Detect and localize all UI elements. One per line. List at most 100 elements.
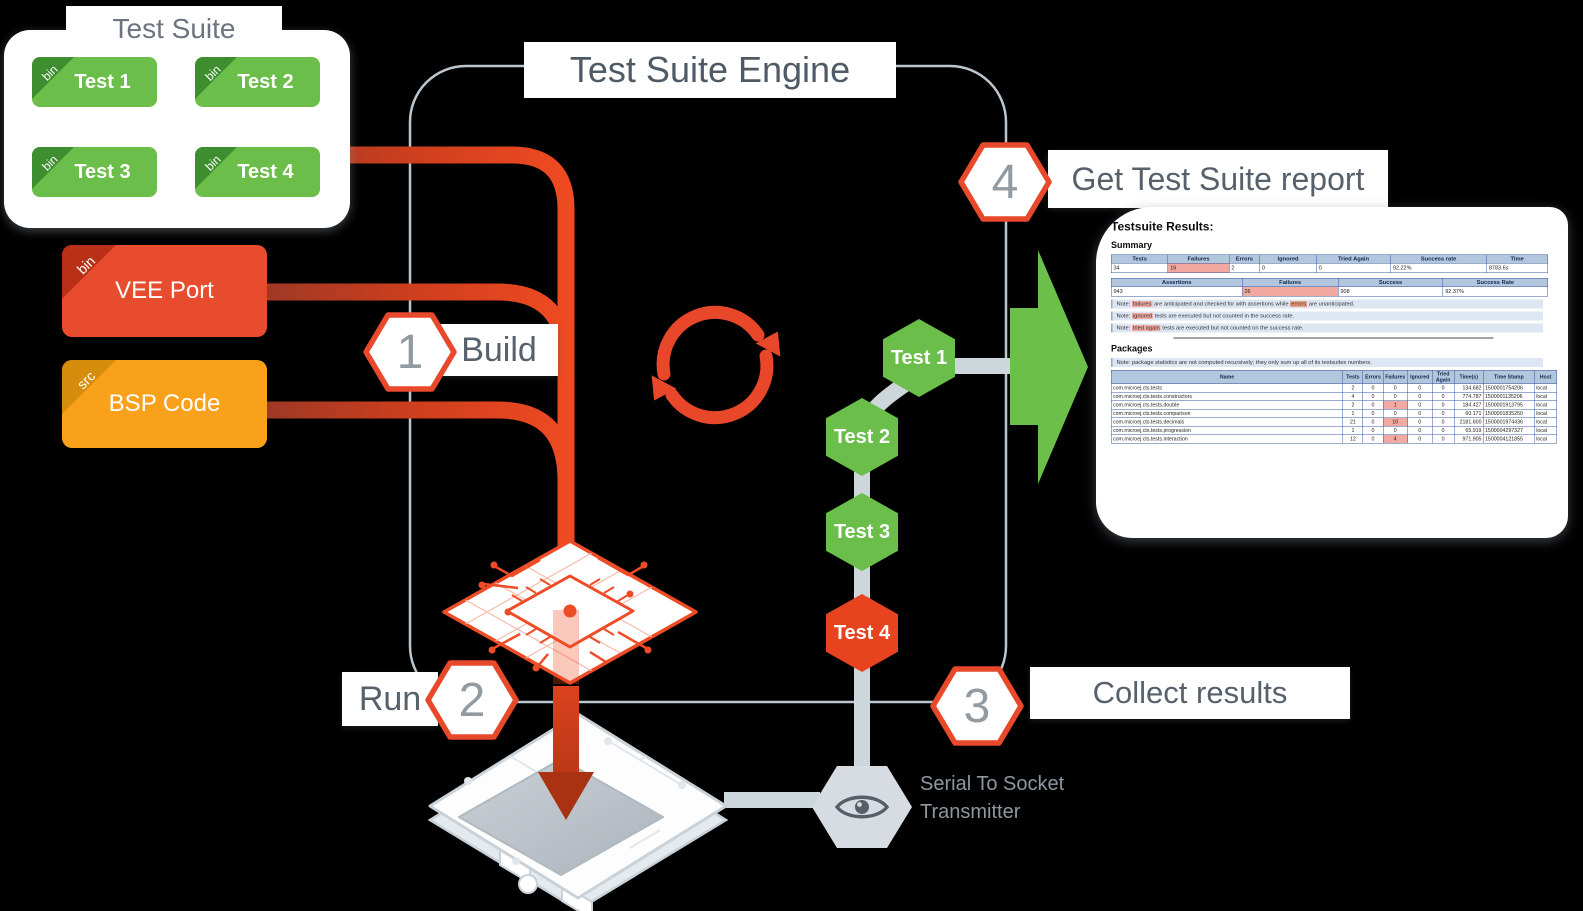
step-number: 4 bbox=[991, 155, 1019, 209]
col-header: Failures bbox=[1241, 278, 1339, 287]
cell: 8783.6s bbox=[1486, 263, 1549, 273]
test-binary-label: Test 4 bbox=[237, 160, 294, 183]
step-number: 2 bbox=[458, 673, 486, 727]
failures-cell: 1 bbox=[1382, 400, 1408, 410]
col-header: Ignored bbox=[1259, 254, 1317, 264]
package-row: com.microej.cts.tests 2 0 0 0 0 134.682 … bbox=[1110, 383, 1557, 393]
assertions-table: Assertions Failures Success Success Rate… bbox=[1111, 278, 1548, 297]
package-row: com.microej.cts.tests.interaction 12 0 4… bbox=[1110, 434, 1557, 444]
cell: 0 bbox=[1362, 400, 1384, 410]
chain-test-label: Test 1 bbox=[890, 346, 948, 369]
transmitter-label: Serial To Socket Transmitter bbox=[920, 770, 1160, 826]
cell: 1500001913795 bbox=[1482, 400, 1535, 410]
cell: 0 bbox=[1407, 434, 1433, 444]
cell: 0 bbox=[1362, 409, 1384, 418]
get-report-label: Get Test Suite report bbox=[1048, 150, 1388, 208]
package-name: com.microej.cts.tests.comparison bbox=[1110, 409, 1344, 418]
step-3-badge: 3 bbox=[930, 664, 1024, 748]
package-row: com.microej.cts.tests.decimals 21 0 10 0… bbox=[1110, 417, 1557, 427]
col-header: Errors bbox=[1362, 370, 1384, 384]
note-highlight: ignored bbox=[1131, 313, 1154, 319]
failures-cell: 26 bbox=[1241, 286, 1339, 297]
bin-corner: bin bbox=[62, 245, 116, 299]
cell: 0 bbox=[1362, 383, 1384, 393]
cell: 21 bbox=[1342, 417, 1364, 427]
vee-port-box: bin VEE Port bbox=[62, 245, 267, 337]
cell: 2 bbox=[1342, 400, 1364, 410]
cell: 0 bbox=[1431, 383, 1455, 393]
cell: 60.171 bbox=[1454, 409, 1484, 418]
test-binary-label: Test 2 bbox=[237, 70, 294, 93]
test-binary-2: bin Test 2 bbox=[195, 57, 320, 107]
cell: 0 bbox=[1431, 417, 1455, 427]
package-name: com.microej.cts.tests.constructors bbox=[1110, 392, 1344, 401]
cell: 1500001835250 bbox=[1482, 409, 1535, 418]
cell: local bbox=[1534, 409, 1557, 418]
vee-port-label: VEE Port bbox=[115, 277, 214, 304]
note-text: Note: package statistics are not compute… bbox=[1116, 359, 1372, 366]
step-number: 3 bbox=[963, 679, 991, 733]
package-name: com.microej.cts.tests.progression bbox=[1110, 426, 1344, 435]
test-binary-3: bin Test 3 bbox=[32, 147, 157, 197]
cell: 2181.600 bbox=[1454, 417, 1484, 427]
cell: local bbox=[1534, 392, 1557, 401]
cell: 0 bbox=[1431, 426, 1455, 435]
col-header: Success rate bbox=[1390, 254, 1487, 264]
test-binary-1: bin Test 1 bbox=[32, 57, 157, 107]
report-title: Testsuite Results: bbox=[1111, 220, 1214, 234]
cell: 0 bbox=[1362, 434, 1384, 444]
cell: 1 bbox=[1342, 426, 1364, 435]
cell: 0 bbox=[1407, 426, 1433, 435]
cell: 65.919 bbox=[1454, 426, 1484, 435]
col-header: Failures bbox=[1167, 254, 1230, 264]
note-highlight: failures bbox=[1131, 301, 1153, 307]
cell: local bbox=[1534, 400, 1557, 410]
failures-cell: 4 bbox=[1382, 434, 1408, 444]
cell: 2 bbox=[1342, 383, 1364, 393]
note-highlight: errors bbox=[1290, 301, 1308, 307]
cell: 92.37% bbox=[1442, 286, 1548, 297]
cell: local bbox=[1534, 383, 1557, 393]
testsuite-report: Testsuite Results: Summary Tests Failure… bbox=[1096, 207, 1568, 538]
cell: 92.22% bbox=[1390, 263, 1487, 273]
col-header: Assertions bbox=[1111, 278, 1243, 287]
collect-results-label: Collect results bbox=[1030, 667, 1350, 719]
cell: 1500001135206 bbox=[1482, 392, 1535, 401]
chain-test-label: Test 2 bbox=[833, 425, 891, 448]
note-text: Note: bbox=[1116, 301, 1132, 307]
step-2-badge: 2 bbox=[425, 658, 519, 742]
failures-cell: 10 bbox=[1382, 417, 1408, 427]
package-row: com.microej.cts.tests.constructors 4 0 0… bbox=[1110, 392, 1557, 401]
note-text: tests are executed but not counted on th… bbox=[1160, 325, 1304, 331]
cell: 34 bbox=[1110, 263, 1169, 273]
loop-icon bbox=[651, 305, 781, 425]
cell: local bbox=[1534, 434, 1557, 444]
col-header: Success Rate bbox=[1442, 278, 1548, 287]
failures-cell: 16 bbox=[1167, 263, 1230, 273]
note-text: are anticipated and checked for with ass… bbox=[1152, 301, 1291, 307]
divider bbox=[1173, 337, 1494, 339]
build-step-label: Build bbox=[440, 324, 558, 376]
col-header: Host bbox=[1534, 370, 1557, 384]
cell: 0 bbox=[1362, 392, 1384, 401]
cell: 0 bbox=[1407, 383, 1433, 393]
cell: 134.682 bbox=[1454, 383, 1484, 393]
cell: 0 bbox=[1316, 263, 1391, 273]
cell: 0 bbox=[1259, 263, 1317, 273]
note-ignored: Note: ignored tests are executed but not… bbox=[1111, 311, 1543, 321]
package-row: com.microej.cts.tests.progression 1 0 0 … bbox=[1110, 426, 1557, 435]
package-name: com.microej.cts.tests bbox=[1110, 383, 1344, 393]
step-1-badge: 1 bbox=[363, 310, 457, 394]
hexagon-icon bbox=[958, 142, 1052, 222]
cell: 943 bbox=[1111, 286, 1243, 297]
cell: 0 bbox=[1407, 392, 1433, 401]
report-arrow bbox=[1010, 250, 1088, 484]
package-name: com.microej.cts.tests.decimals bbox=[1110, 417, 1344, 427]
assertions-values-row: 943 26 908 92.37% bbox=[1111, 286, 1548, 297]
hexagon-icon bbox=[930, 666, 1024, 746]
col-header: Tests bbox=[1342, 370, 1364, 384]
cell: 0 bbox=[1407, 409, 1433, 418]
step-4-badge: 4 bbox=[958, 140, 1052, 224]
run-step-label: Run bbox=[342, 672, 438, 726]
